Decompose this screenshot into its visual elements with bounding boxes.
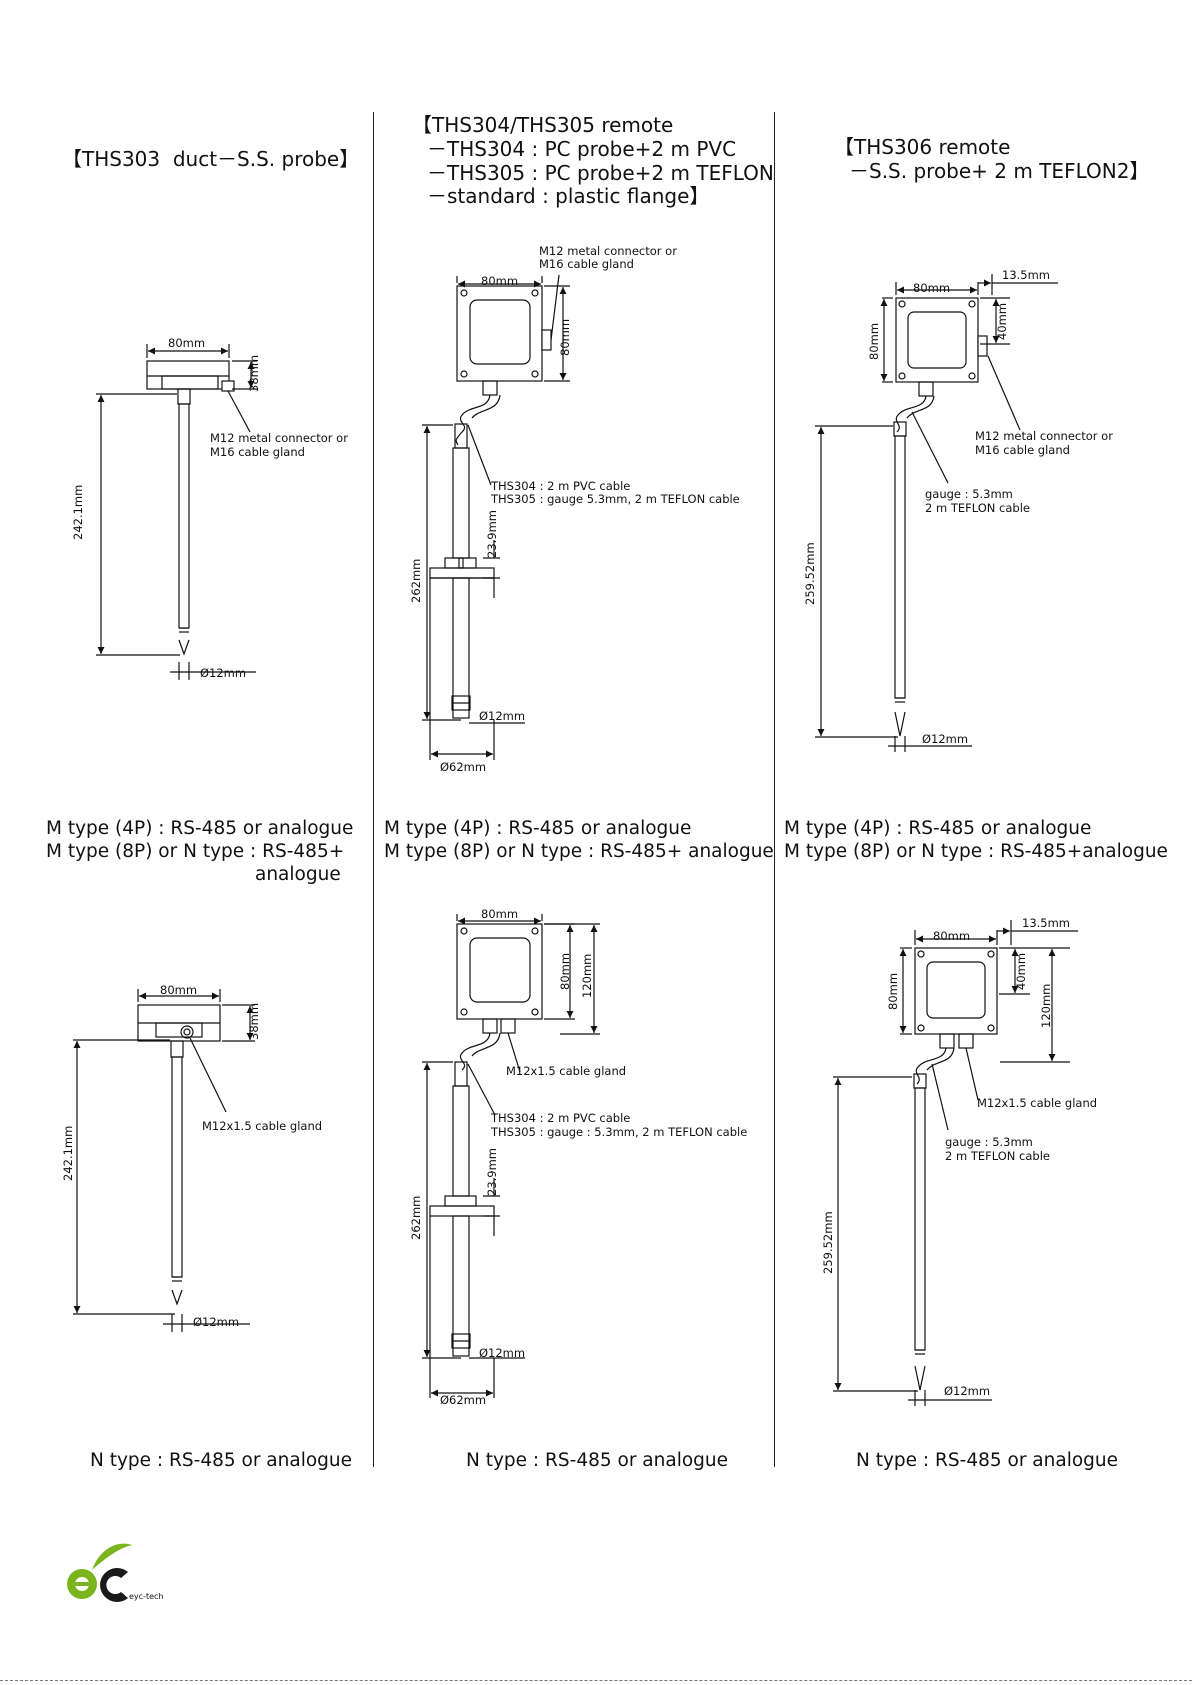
col1-top-connector-label-1: M12 metal connector or	[210, 431, 348, 445]
col3-bot-drawing	[833, 920, 1078, 1406]
col1-n-line: N type : RS-485 or analogue	[90, 1450, 353, 1471]
col3-top-connector-label-1: M12 metal connector or	[975, 429, 1113, 443]
col2-top-length-label: 262mm	[409, 559, 423, 603]
col2-bot-gland-label: M12x1.5 cable gland	[506, 1064, 626, 1078]
col3-title-1: 【THS306 remote	[834, 135, 1011, 159]
col2-top-flange-dia-label: Ø62mm	[440, 760, 486, 774]
col3-top-conn-h-label: 40mm	[995, 303, 1009, 340]
col1-top-length-label: 242.1mm	[71, 485, 85, 540]
col2-n-line: N type : RS-485 or analogue	[466, 1450, 729, 1471]
col2-title-1: 【THS304/THS305 remote	[412, 113, 674, 137]
col2-bot-width-label: 80mm	[481, 907, 518, 921]
col3-bot-gauge-label-1: gauge : 5.3mm	[945, 1135, 1033, 1149]
eyc-logo	[67, 1543, 132, 1602]
col1-m-line3: analogue	[255, 864, 341, 885]
col2-top-flange-label: 23.9mm	[485, 510, 499, 558]
col2-top-drawing	[422, 274, 570, 760]
col2-top-height-label: 80mm	[558, 319, 572, 356]
col2-m-line2: M type (8P) or N type : RS-485+ analogue	[384, 841, 774, 862]
col1-top-connector-label-2: M16 cable gland	[210, 445, 305, 459]
logo-brand-text: eyc-tech	[129, 1592, 163, 1601]
col2-title-4: －standard : plastic flange】	[427, 184, 710, 208]
col2-top-width-label: 80mm	[481, 274, 518, 288]
col1-top-width-label: 80mm	[168, 336, 205, 350]
col2-bot-cable-label-2: THS305 : gauge : 5.3mm, 2 m TEFLON cable	[490, 1125, 747, 1139]
col3-bot-height2-label: 120mm	[1039, 984, 1053, 1028]
col1-bot-width-label: 80mm	[160, 983, 197, 997]
col2-title-3: －THS305 : PC probe+2 m TEFLON	[427, 161, 774, 185]
col3-m-line1: M type (4P) : RS-485 or analogue	[784, 818, 1092, 839]
page-bottom-rule	[0, 1680, 1192, 1681]
col3-n-line: N type : RS-485 or analogue	[856, 1450, 1119, 1471]
col3-top-height-label: 80mm	[867, 323, 881, 360]
col3-top-gauge-label-1: gauge : 5.3mm	[925, 487, 1013, 501]
col2-top-dia-label: Ø12mm	[479, 709, 525, 723]
col2-bot-length-label: 262mm	[409, 1196, 423, 1240]
col1-bot-gland-label: M12x1.5 cable gland	[202, 1119, 322, 1133]
col2-title-2: －THS304 : PC probe+2 m PVC	[427, 137, 737, 161]
logo-leaf-icon	[92, 1543, 132, 1570]
col1-m-line2: M type (8P) or N type : RS-485+	[46, 841, 345, 862]
col3-top-drawing	[815, 274, 1058, 752]
column-divider-1	[373, 112, 374, 1467]
column-divider-2	[774, 112, 775, 1467]
col1-top-dia-label: Ø12mm	[200, 666, 246, 680]
col3-top-gauge-label-2: 2 m TEFLON cable	[925, 501, 1030, 515]
col1-m-line1: M type (4P) : RS-485 or analogue	[46, 818, 354, 839]
col1-bot-height-label: 38mm	[247, 1003, 261, 1040]
col3-top-dia-label: Ø12mm	[922, 732, 968, 746]
col1-top-drawing	[96, 344, 257, 680]
col2-top-cable-label-2: THS305 : gauge 5.3mm, 2 m TEFLON cable	[490, 492, 740, 506]
col3-m-line2: M type (8P) or N type : RS-485+analogue	[784, 841, 1168, 862]
col3-bot-offset-label: 13.5mm	[1022, 916, 1070, 930]
col2-top-cable-label-1: THS304 : 2 m PVC cable	[490, 479, 630, 493]
col3-bot-dia-label: Ø12mm	[944, 1384, 990, 1398]
col3-top-length-label: 259.52mm	[803, 542, 817, 605]
col2-bot-cable-label-1: THS304 : 2 m PVC cable	[490, 1111, 630, 1125]
col2-bot-flange-dia-label: Ø62mm	[440, 1393, 486, 1407]
col1-bot-dia-label: Ø12mm	[193, 1315, 239, 1329]
col3-bot-gland-label: M12x1.5 cable gland	[977, 1096, 1097, 1110]
col3-top-width-label: 80mm	[913, 281, 950, 295]
col2-bot-dia-label: Ø12mm	[479, 1346, 525, 1360]
col2-bot-height-label-2: 120mm	[580, 954, 594, 998]
col2-bot-height-label-1: 80mm	[558, 953, 572, 990]
col1-bot-drawing	[73, 989, 255, 1332]
col2-top-connector-label-2: M16 cable gland	[539, 257, 634, 271]
col3-title-2: －S.S. probe+ 2 m TEFLON2】	[849, 159, 1150, 183]
col1-title: 【THS303 duct－S.S. probe】	[62, 147, 360, 171]
col2-bot-drawing	[422, 914, 600, 1398]
col3-bot-width-label: 80mm	[933, 929, 970, 943]
col3-bot-conn-h-label: 40mm	[1014, 953, 1028, 990]
col3-bot-length-label: 259.52mm	[821, 1211, 835, 1274]
col3-bot-gauge-label-2: 2 m TEFLON cable	[945, 1149, 1050, 1163]
col3-bot-height-label: 80mm	[886, 973, 900, 1010]
col3-top-connector-label-2: M16 cable gland	[975, 443, 1070, 457]
col1-top-height-label: 38mm	[247, 355, 261, 392]
col3-top-offset-label: 13.5mm	[1002, 268, 1050, 282]
col1-bot-length-label: 242.1mm	[61, 1126, 75, 1181]
col2-bot-flange-label: 23.9mm	[485, 1148, 499, 1196]
col2-m-line1: M type (4P) : RS-485 or analogue	[384, 818, 692, 839]
col2-top-connector-label-1: M12 metal connector or	[539, 244, 677, 258]
